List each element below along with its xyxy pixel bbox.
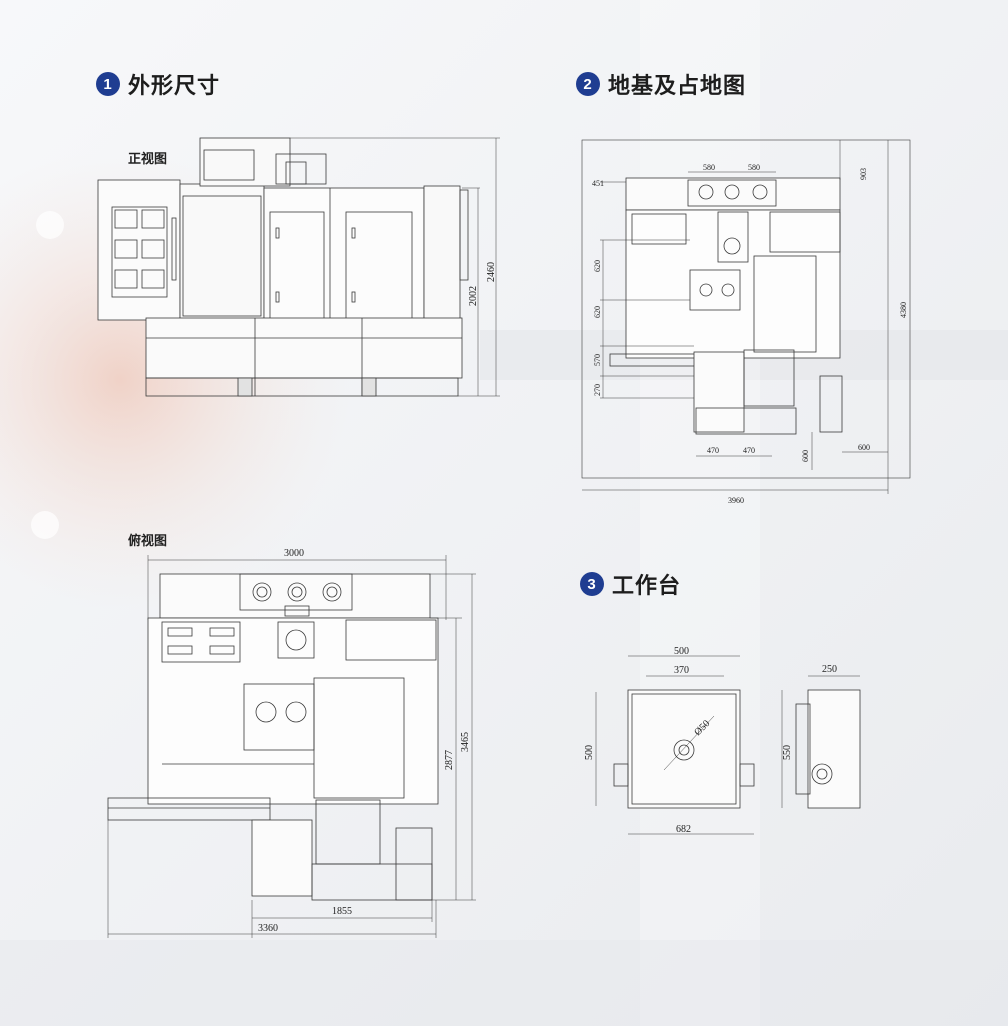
front-view-drawing xyxy=(97,137,500,397)
section-outline-title: 1 外形尺寸 xyxy=(96,68,220,100)
dim-wt-side-250: 250 xyxy=(822,664,837,675)
dim-wt-h500: 500 xyxy=(584,745,595,760)
dim-fd-470a: 470 xyxy=(707,446,719,455)
dim-fd-470b: 470 xyxy=(743,446,755,455)
front-view-label: 正视图 xyxy=(128,152,168,167)
dim-fd-270: 270 xyxy=(593,384,602,396)
section-number-badge: 1 xyxy=(96,72,120,96)
section-number-badge: 3 xyxy=(580,572,604,596)
top-view-drawing xyxy=(107,555,476,938)
section-table-title: 3 工作台 xyxy=(580,568,681,600)
foundation-drawing xyxy=(581,139,911,494)
dim-fd-570: 570 xyxy=(593,354,602,366)
section-title-text: 外形尺寸 xyxy=(128,74,221,99)
section-title-text: 地基及占地图 xyxy=(608,74,747,99)
dim-top-base-width: 1855 xyxy=(332,906,352,917)
dim-wt-370: 370 xyxy=(674,665,689,676)
dim-fd-top-a: 580 xyxy=(703,163,715,172)
dim-top-depth-body: 2877 xyxy=(444,750,455,770)
section-title-text: 工作台 xyxy=(612,574,682,599)
dim-fd-620b: 620 xyxy=(593,306,602,318)
dim-fd-top-b: 580 xyxy=(748,163,760,172)
section-foundation-title: 2 地基及占地图 xyxy=(576,68,746,100)
dim-top-width: 3000 xyxy=(284,548,304,559)
dim-fd-620a: 620 xyxy=(593,260,602,272)
dim-height-total: 2460 xyxy=(486,262,497,282)
section-number-badge: 2 xyxy=(576,72,600,96)
dim-fd-903: 903 xyxy=(859,168,868,180)
dim-fd-4380: 4380 xyxy=(899,302,908,318)
dim-wt-500: 500 xyxy=(674,646,689,657)
dim-top-total-width: 3360 xyxy=(258,923,278,934)
dim-fd-600a: 600 xyxy=(801,450,810,462)
dim-fd-3960: 3960 xyxy=(728,496,744,505)
dim-fd-451: 451 xyxy=(592,179,604,188)
dim-top-depth-total: 3465 xyxy=(460,732,471,752)
dim-height-body: 2002 xyxy=(468,286,479,306)
worktable-drawing xyxy=(595,655,861,835)
dim-wt-682: 682 xyxy=(676,824,691,835)
dim-wt-side-550: 550 xyxy=(782,745,793,760)
top-view-label: 俯视图 xyxy=(128,534,168,549)
dim-fd-600b: 600 xyxy=(858,443,870,452)
